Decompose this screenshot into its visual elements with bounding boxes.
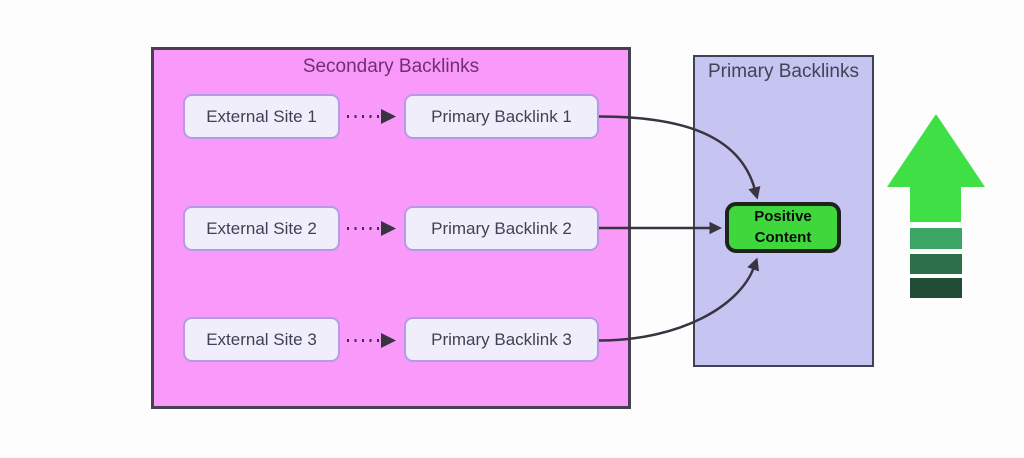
node-external-site-1: External Site 1 [183, 94, 340, 139]
secondary-backlinks-title: Secondary Backlinks [302, 56, 480, 77]
growth-arrow-head [887, 114, 985, 222]
growth-bar-3 [910, 278, 962, 298]
growth-bar-2 [910, 254, 962, 274]
node-positive-content: Positive Content [725, 202, 841, 253]
growth-bar-1 [910, 228, 962, 249]
growth-up-arrow-icon [887, 114, 985, 298]
node-external-site-2: External Site 2 [183, 206, 340, 251]
node-primary-backlink-1: Primary Backlink 1 [404, 94, 599, 139]
node-external-site-3: External Site 3 [183, 317, 340, 362]
node-primary-backlink-3: Primary Backlink 3 [404, 317, 599, 362]
primary-backlinks-title: Primary Backlinks [708, 61, 859, 82]
node-primary-backlink-2: Primary Backlink 2 [404, 206, 599, 251]
